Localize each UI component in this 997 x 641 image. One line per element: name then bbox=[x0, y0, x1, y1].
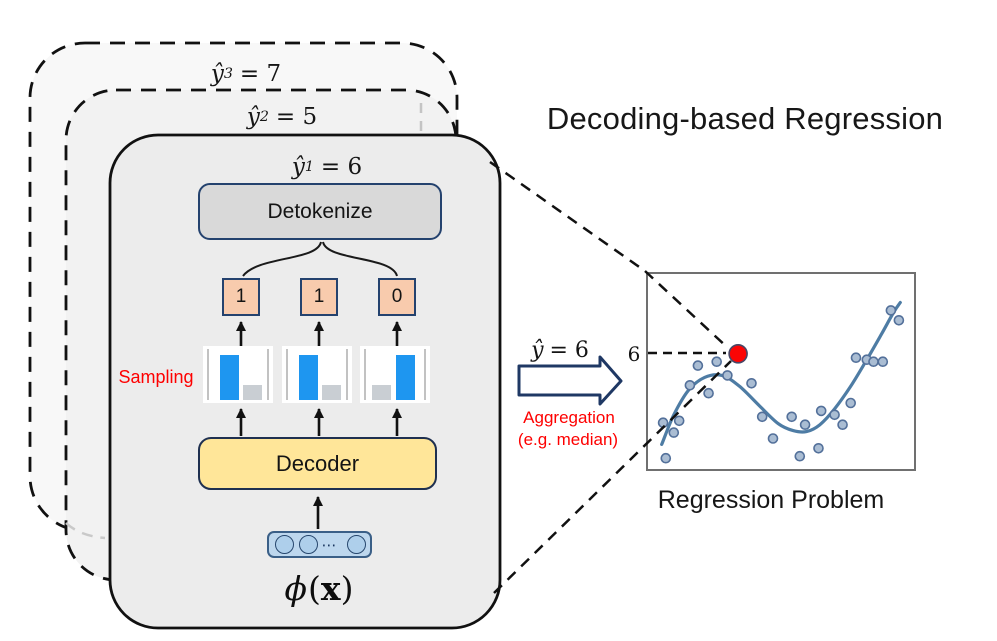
scatter-point bbox=[893, 314, 905, 326]
token-probability-chart bbox=[282, 346, 352, 403]
scatter-point bbox=[815, 405, 827, 417]
phi-symbol: ϕ bbox=[284, 568, 308, 608]
yhat-var: ŷ bbox=[246, 104, 260, 130]
sampling-label: Sampling bbox=[118, 366, 194, 387]
scatter-point bbox=[722, 370, 733, 381]
input-embedding: ⋯ bbox=[267, 531, 372, 558]
predicted-point bbox=[728, 344, 748, 364]
brace-left bbox=[242, 241, 322, 277]
scatter-point bbox=[885, 305, 897, 316]
figure-title: Decoding-based Regression bbox=[546, 101, 944, 136]
zoom-guide-bottom bbox=[493, 360, 732, 594]
scatter-point bbox=[829, 409, 840, 421]
probability-bar-low bbox=[371, 385, 391, 400]
scatter-point bbox=[868, 356, 879, 367]
scatter-point bbox=[673, 415, 685, 427]
yhat-value: = 5 bbox=[275, 104, 318, 130]
aggregation-arrow-icon bbox=[517, 355, 623, 406]
paren: ) bbox=[340, 568, 354, 608]
yhat-var: ŷ bbox=[291, 154, 305, 180]
scatter-point bbox=[767, 433, 779, 444]
yhat-var: ŷ bbox=[210, 61, 224, 87]
occluded-card-edge bbox=[65, 522, 106, 540]
regression-curve bbox=[660, 300, 902, 446]
ellipsis-icon: ⋯ bbox=[321, 535, 337, 554]
scatter-point bbox=[660, 452, 672, 464]
yhat-value: = 6 bbox=[320, 154, 363, 180]
yhat-value: = 6 bbox=[549, 337, 589, 363]
probability-bar-high bbox=[396, 354, 416, 400]
token-arrows bbox=[236, 321, 402, 346]
aggregation-method-label: (e.g. median) bbox=[517, 430, 619, 449]
scatter-point bbox=[845, 397, 856, 409]
scatter-point bbox=[684, 380, 696, 391]
x-symbol: x bbox=[320, 568, 341, 608]
scatter-point bbox=[799, 419, 811, 430]
embedding-circle-icon bbox=[275, 535, 294, 554]
token-box: 1 bbox=[300, 278, 338, 316]
paren: ( bbox=[308, 568, 321, 608]
decoder-box: Decoder bbox=[198, 437, 437, 490]
yhat-sub: 3 bbox=[223, 66, 233, 82]
scatter-point bbox=[794, 450, 806, 462]
detokenize-box: Detokenize bbox=[198, 183, 442, 240]
probability-bar-high bbox=[298, 354, 318, 400]
scatter-point bbox=[837, 419, 848, 430]
phi-x-label: ϕ(x) bbox=[259, 566, 379, 610]
embedding-circle-icon bbox=[347, 535, 366, 554]
detokenize-braces bbox=[242, 241, 398, 277]
zoom-guide-top bbox=[489, 160, 646, 273]
scatter-point bbox=[692, 360, 704, 371]
probability-bar-low bbox=[321, 385, 341, 400]
token-probability-chart bbox=[360, 346, 430, 403]
aggregated-prediction-label: ŷ= 6 bbox=[505, 336, 615, 364]
scatter-point bbox=[786, 411, 797, 423]
scatter-point bbox=[668, 427, 680, 438]
yhat-sub: 1 bbox=[304, 159, 314, 175]
plot-y-value-label: 6 bbox=[627, 342, 641, 366]
token-box: 1 bbox=[222, 278, 260, 316]
yhat-sub: 2 bbox=[259, 109, 269, 125]
zoom-guides bbox=[489, 160, 732, 594]
plot-frame bbox=[646, 272, 916, 471]
scatter-point bbox=[703, 387, 714, 399]
plot-caption: Regression Problem bbox=[657, 485, 885, 514]
scatter-point bbox=[711, 356, 722, 367]
probability-bar-high bbox=[219, 354, 239, 400]
scatter-point bbox=[877, 356, 889, 367]
scatter-point bbox=[850, 352, 862, 363]
scatter-point bbox=[813, 443, 824, 454]
scatter-point bbox=[756, 411, 768, 423]
scatter-point bbox=[746, 378, 757, 389]
scatter-points bbox=[657, 305, 905, 464]
probability-bar-low bbox=[242, 385, 262, 400]
aggregation-label: Aggregation bbox=[523, 408, 615, 427]
token-probability-chart bbox=[203, 346, 273, 403]
token-box: 0 bbox=[378, 278, 416, 316]
yhat-value: = 7 bbox=[239, 61, 282, 87]
decoder-arrows bbox=[236, 408, 402, 436]
brace-right bbox=[322, 241, 398, 277]
embedding-circle-icon bbox=[299, 535, 318, 554]
regression-plot bbox=[646, 272, 916, 471]
yhat-var: ŷ bbox=[531, 337, 544, 363]
